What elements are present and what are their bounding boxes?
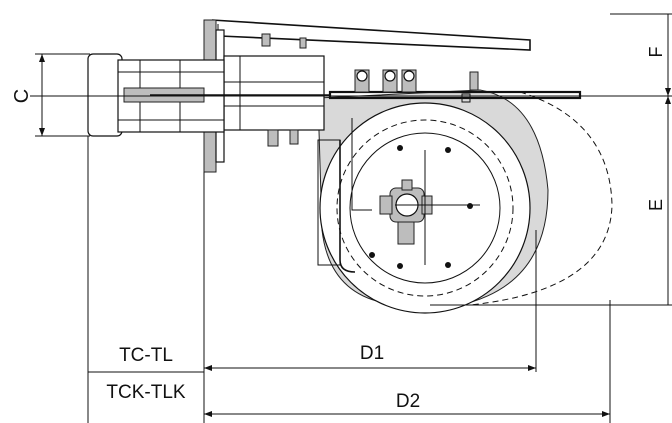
- top-rail: [211, 19, 531, 51]
- label-d2: D2: [396, 391, 420, 412]
- label-tc-tl: TC-TL: [119, 345, 173, 366]
- fan-housing-inner: [349, 132, 501, 284]
- label-tck-tlk: TCK-TLK: [106, 382, 186, 403]
- label-f: F: [646, 47, 666, 58]
- label-d1: D1: [360, 343, 384, 364]
- combustion-head: [87, 53, 123, 137]
- fan-housing-ring: [336, 119, 514, 297]
- dimension-lines: [30, 13, 672, 423]
- label-c: C: [11, 89, 33, 103]
- label-e: E: [646, 199, 666, 211]
- burner-body: [87, 19, 613, 314]
- blast-tube-body: [223, 55, 325, 131]
